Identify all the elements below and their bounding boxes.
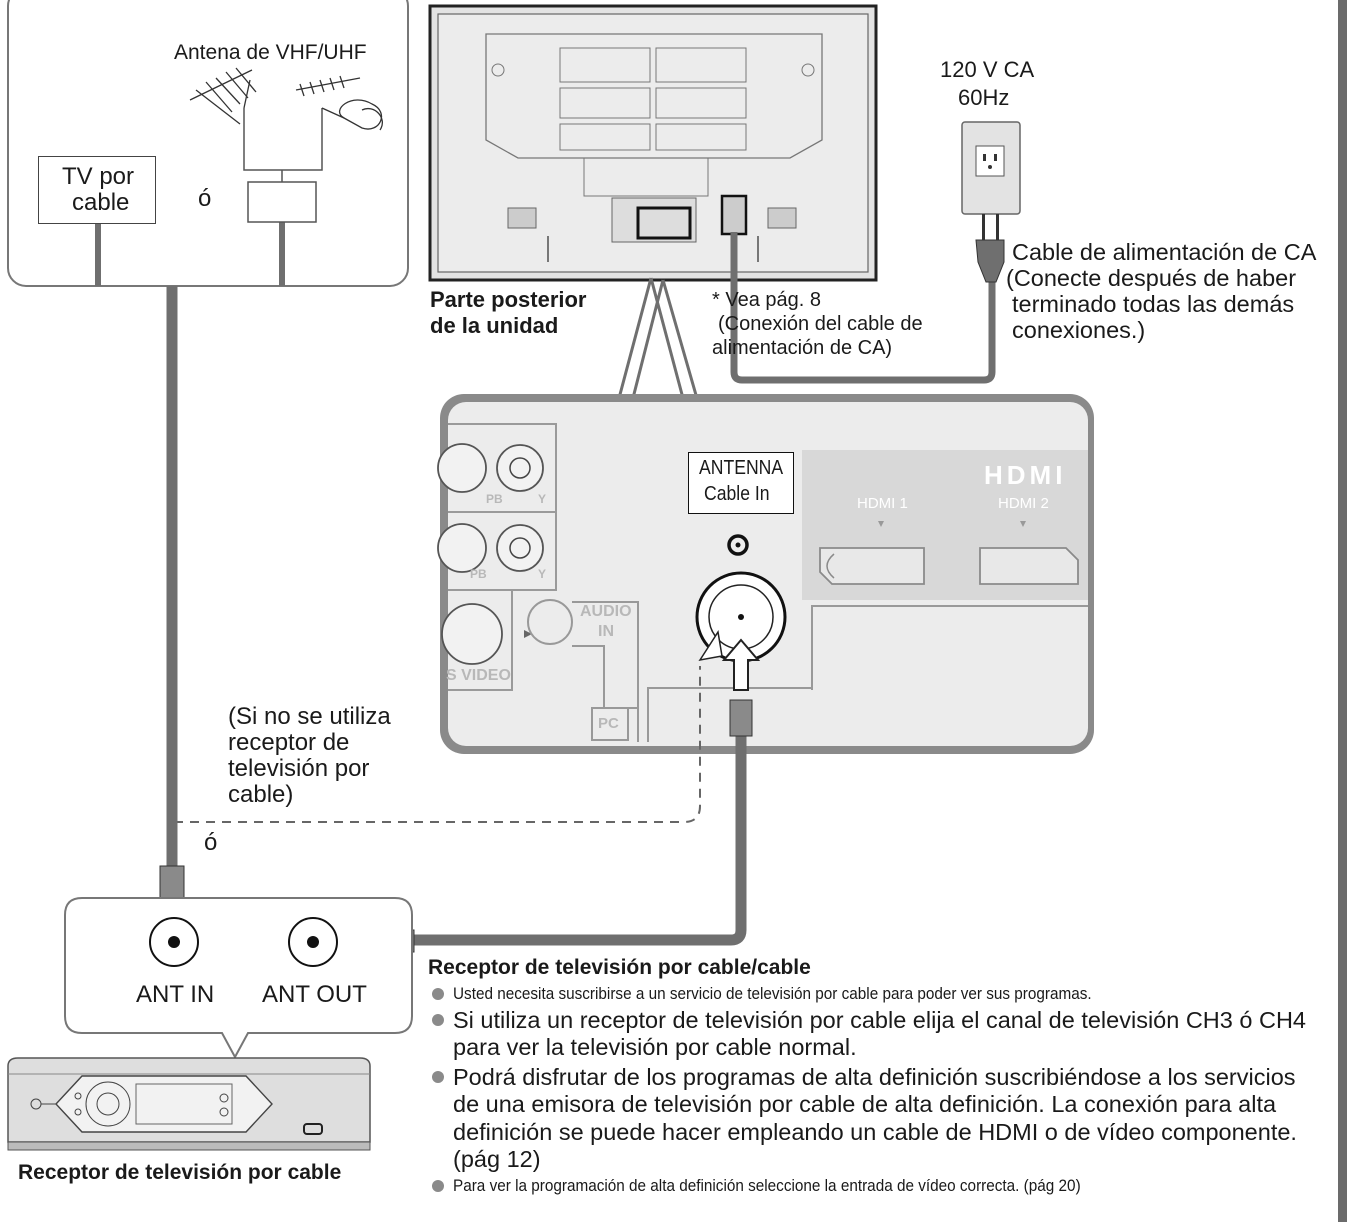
alt-path-line3: televisión por bbox=[228, 755, 370, 782]
s-video-label: S VIDEO bbox=[446, 667, 511, 684]
cable-receiver-illustration bbox=[7, 1057, 371, 1151]
alt-path-line2: receptor de bbox=[228, 729, 350, 756]
list-item: Usted necesita suscribirse a un servicio… bbox=[428, 984, 1328, 1004]
power-cord bbox=[730, 232, 996, 384]
or-label-antenna: ó bbox=[198, 185, 212, 212]
pc-label: PC bbox=[598, 715, 619, 732]
cable-tv-source-box bbox=[38, 156, 156, 224]
receiver-dpad-icon bbox=[85, 1081, 131, 1127]
page-edge-bar bbox=[1338, 0, 1347, 1222]
pb-label-lower: PB bbox=[470, 567, 487, 581]
list-item: Para ver la programación de alta definic… bbox=[428, 1176, 1328, 1196]
power-plug bbox=[975, 214, 1005, 283]
zoom-callout bbox=[616, 277, 700, 403]
bullet-icon bbox=[432, 1180, 444, 1193]
hdmi-logo: HDMI bbox=[984, 460, 1067, 490]
power-cable-label-line2: (Conecte después de haber bbox=[1006, 265, 1297, 291]
power-note-line2: (Conexión del cable de bbox=[718, 313, 923, 335]
power-frequency: 60Hz bbox=[958, 85, 1010, 110]
antenna-panel-label-line2: Cable In bbox=[704, 483, 770, 505]
notes-section: Receptor de televisión por cable/cable U… bbox=[428, 956, 1328, 1199]
hdmi2-label: HDMI 2 bbox=[998, 495, 1049, 512]
y-label-lower: Y bbox=[538, 567, 547, 581]
power-voltage: 120 V CA bbox=[940, 57, 1035, 82]
y-label: Y bbox=[538, 492, 547, 506]
power-cable-label-line1: Cable de alimentación de CA bbox=[1012, 239, 1317, 265]
hdmi1-label: HDMI 1 bbox=[857, 495, 908, 512]
notes-list: Usted necesita suscribirse a un servicio… bbox=[428, 984, 1328, 1196]
connection-panel bbox=[437, 394, 1094, 754]
ant-out-label: ANT OUT bbox=[262, 981, 367, 1008]
power-note-line3: alimentación de CA) bbox=[712, 337, 893, 359]
power-cable-label-line4: conexiones.) bbox=[1012, 317, 1146, 343]
audio-in-label-line1: AUDIO bbox=[580, 603, 632, 620]
tv-rear-illustration bbox=[428, 4, 878, 282]
alt-path-line1: (Si no se utiliza bbox=[228, 703, 391, 730]
cable-tv-label-line2: cable bbox=[72, 189, 130, 216]
bullet-icon bbox=[432, 1071, 444, 1084]
insert-arrow-icon bbox=[721, 638, 761, 691]
antenna-label: Antena de VHF/UHF bbox=[174, 41, 367, 64]
antenna-panel-label-line1: ANTENNA bbox=[699, 457, 784, 479]
antenna-cable-in-label-box bbox=[688, 452, 794, 514]
hdmi1-port bbox=[819, 547, 925, 585]
vhf-uhf-antenna-icon bbox=[189, 67, 383, 131]
receiver-caption: Receptor de televisión por cable bbox=[18, 1161, 342, 1184]
tv-rear-caption-line2: de la unidad bbox=[430, 313, 559, 338]
power-note-line1: * Vea pág. 8 bbox=[712, 289, 821, 311]
audio-in-label-line2: IN bbox=[598, 623, 614, 640]
alt-path-line4: cable) bbox=[228, 781, 294, 808]
antenna-combiner-box bbox=[247, 181, 317, 223]
bullet-icon bbox=[432, 1013, 444, 1026]
tv-power-inlet bbox=[720, 194, 748, 236]
list-item: Podrá disfrutar de los programas de alta… bbox=[428, 1064, 1328, 1173]
or-label-receiver: ó bbox=[204, 829, 218, 856]
ant-in-label: ANT IN bbox=[136, 981, 215, 1008]
tv-rear-caption-line1: Parte posterior bbox=[430, 287, 587, 312]
antenna-symbol-icon bbox=[727, 534, 749, 556]
hdmi2-port bbox=[979, 547, 1079, 585]
bullet-icon bbox=[432, 988, 444, 1000]
pb-label: PB bbox=[486, 492, 503, 506]
wall-outlet bbox=[961, 121, 1021, 215]
cable-tv-label-line1: TV por bbox=[62, 163, 135, 190]
list-item: Si utiliza un receptor de televisión por… bbox=[428, 1007, 1328, 1062]
notes-heading: Receptor de televisión por cable/cable bbox=[428, 956, 811, 979]
coax-cable-to-receiver bbox=[412, 734, 747, 946]
receiver-port-box bbox=[64, 897, 413, 1060]
dashed-alternate-path bbox=[167, 666, 701, 823]
power-cable-label-line3: terminado todas las demás bbox=[1012, 291, 1295, 317]
panel-highlight-box bbox=[636, 206, 692, 240]
